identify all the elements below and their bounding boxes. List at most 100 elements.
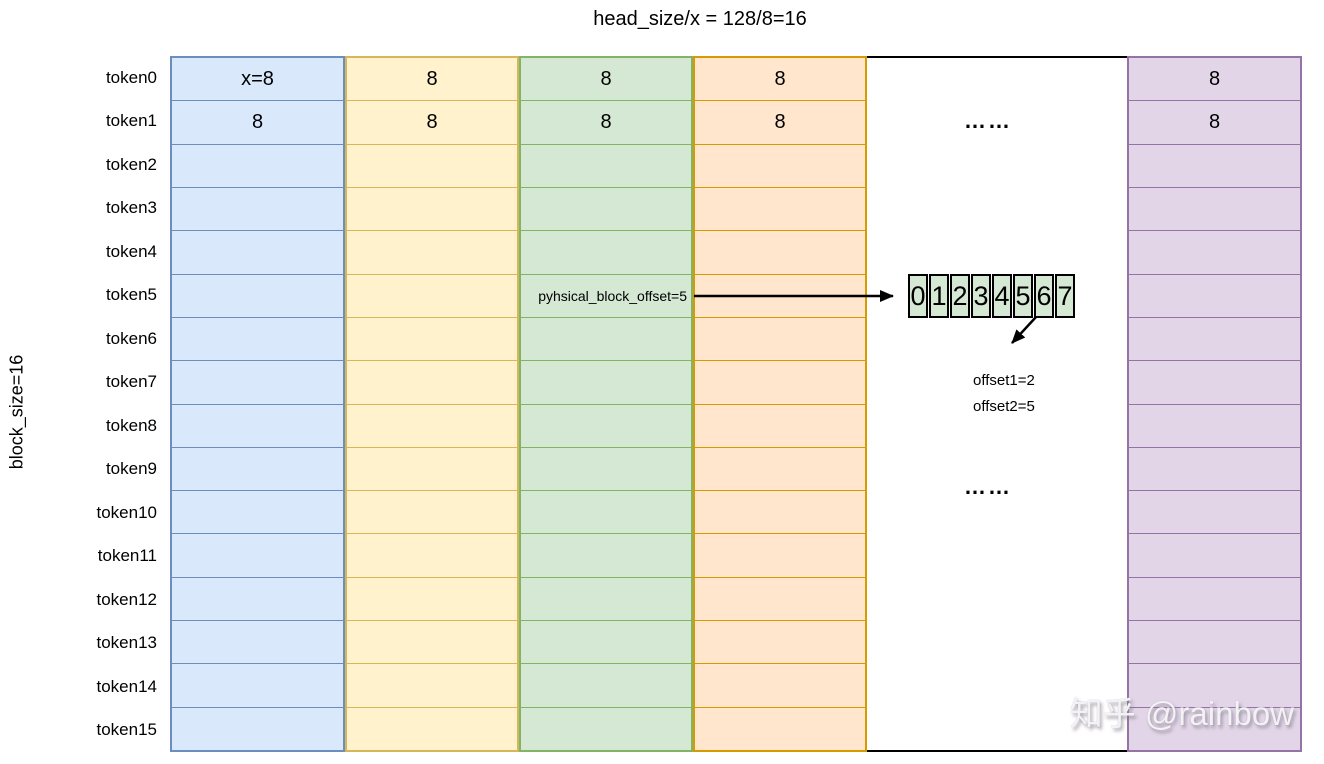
cell-yellow-14 — [347, 664, 517, 708]
cell-yellow-12 — [347, 578, 517, 622]
cell-orange-4 — [695, 231, 865, 275]
cell-green-3 — [521, 188, 691, 232]
cell-yellow-13 — [347, 621, 517, 665]
token-label-13: token13 — [96, 633, 158, 653]
cell-purple-9 — [1129, 448, 1300, 492]
offset1-label: offset1=2 — [973, 372, 1035, 389]
cell-yellow-4 — [347, 231, 517, 275]
cell-orange-12 — [695, 578, 865, 622]
cell-yellow-0: 8 — [347, 58, 517, 102]
cell-green-2 — [521, 145, 691, 188]
cell-green-5 — [521, 275, 691, 318]
cell-green-1: 8 — [521, 101, 691, 145]
cell-yellow-11 — [347, 534, 517, 578]
token-label-14: token14 — [96, 676, 158, 696]
token-label-9: token9 — [105, 459, 157, 479]
cell-blue-0: x=8 — [172, 58, 343, 102]
cell-blue-2 — [172, 145, 343, 188]
block-size-axis-label: block_size=16 — [6, 354, 27, 470]
cell-yellow-15 — [347, 708, 517, 750]
cell-blue-15 — [172, 708, 343, 750]
cell-orange-7 — [695, 361, 865, 405]
cell-purple-14 — [1129, 664, 1300, 708]
diagram-title: head_size/x = 128/8=16 — [593, 8, 807, 30]
watermark: 知乎 @rainbow — [1069, 695, 1294, 732]
token-label-0: token0 — [105, 67, 157, 87]
cell-orange-10 — [695, 491, 865, 535]
cell-purple-13 — [1129, 621, 1300, 665]
omitted-columns-gap — [867, 56, 1127, 752]
cell-orange-15 — [695, 708, 865, 750]
physical-block-offset-label: pyhsical_block_offset=5 — [538, 287, 687, 304]
cell-orange-9 — [695, 448, 865, 492]
cell-purple-1: 8 — [1129, 101, 1300, 145]
cell-green-9 — [521, 448, 691, 492]
cell-blue-7 — [172, 361, 343, 405]
token-label-2: token2 — [105, 154, 157, 174]
cell-purple-2 — [1129, 145, 1300, 188]
cell-orange-3 — [695, 188, 865, 232]
cell-yellow-9 — [347, 448, 517, 492]
cell-purple-6 — [1129, 318, 1300, 362]
cell-orange-13 — [695, 621, 865, 665]
offset-array-cell-7: 7 — [1055, 274, 1075, 318]
cell-green-6 — [521, 318, 691, 362]
cell-yellow-6 — [347, 318, 517, 362]
cell-yellow-7 — [347, 361, 517, 405]
cell-green-10 — [521, 491, 691, 535]
cell-purple-3 — [1129, 188, 1300, 232]
cell-purple-5 — [1129, 275, 1300, 318]
offset-array-cell-3: 3 — [971, 274, 991, 318]
ellipsis-bottom: …… — [964, 474, 1012, 499]
token-label-11: token11 — [97, 546, 157, 566]
cell-yellow-5 — [347, 275, 517, 318]
cell-purple-0: 8 — [1129, 58, 1300, 102]
cell-green-11 — [521, 534, 691, 578]
cell-orange-6 — [695, 318, 865, 362]
cell-blue-6 — [172, 318, 343, 362]
cell-green-14 — [521, 664, 691, 708]
token-label-3: token3 — [105, 198, 157, 218]
cell-orange-0: 8 — [695, 58, 865, 102]
cell-orange-8 — [695, 405, 865, 448]
cell-green-8 — [521, 405, 691, 448]
cell-blue-9 — [172, 448, 343, 492]
token-label-1: token1 — [105, 111, 157, 131]
cell-yellow-3 — [347, 188, 517, 232]
token-label-7: token7 — [105, 372, 157, 392]
cell-blue-10 — [172, 491, 343, 535]
cell-orange-5 — [695, 275, 865, 318]
offset2-label: offset2=5 — [973, 398, 1035, 415]
cell-yellow-8 — [347, 405, 517, 448]
offset-array-cell-5: 5 — [1013, 274, 1033, 318]
cell-blue-11 — [172, 534, 343, 578]
offset-array-cell-1: 1 — [929, 274, 949, 318]
cell-purple-8 — [1129, 405, 1300, 448]
cell-purple-11 — [1129, 534, 1300, 578]
cell-blue-8 — [172, 405, 343, 448]
cell-blue-4 — [172, 231, 343, 275]
cell-yellow-1: 8 — [347, 101, 517, 145]
cell-green-0: 8 — [521, 58, 691, 102]
token-label-12: token12 — [96, 589, 158, 609]
offset-array-cell-4: 4 — [992, 274, 1012, 318]
offset-array-cell-6: 6 — [1034, 274, 1054, 318]
cell-purple-4 — [1129, 231, 1300, 275]
offset-array-cell-2: 2 — [950, 274, 970, 318]
cell-orange-14 — [695, 664, 865, 708]
token-label-15: token15 — [96, 720, 158, 740]
token-label-5: token5 — [105, 285, 157, 305]
cell-green-15 — [521, 708, 691, 750]
cell-blue-13 — [172, 621, 343, 665]
cell-purple-7 — [1129, 361, 1300, 405]
cell-purple-10 — [1129, 491, 1300, 535]
cell-orange-2 — [695, 145, 865, 188]
cell-orange-11 — [695, 534, 865, 578]
cell-green-12 — [521, 578, 691, 622]
cell-green-7 — [521, 361, 691, 405]
cell-blue-12 — [172, 578, 343, 622]
